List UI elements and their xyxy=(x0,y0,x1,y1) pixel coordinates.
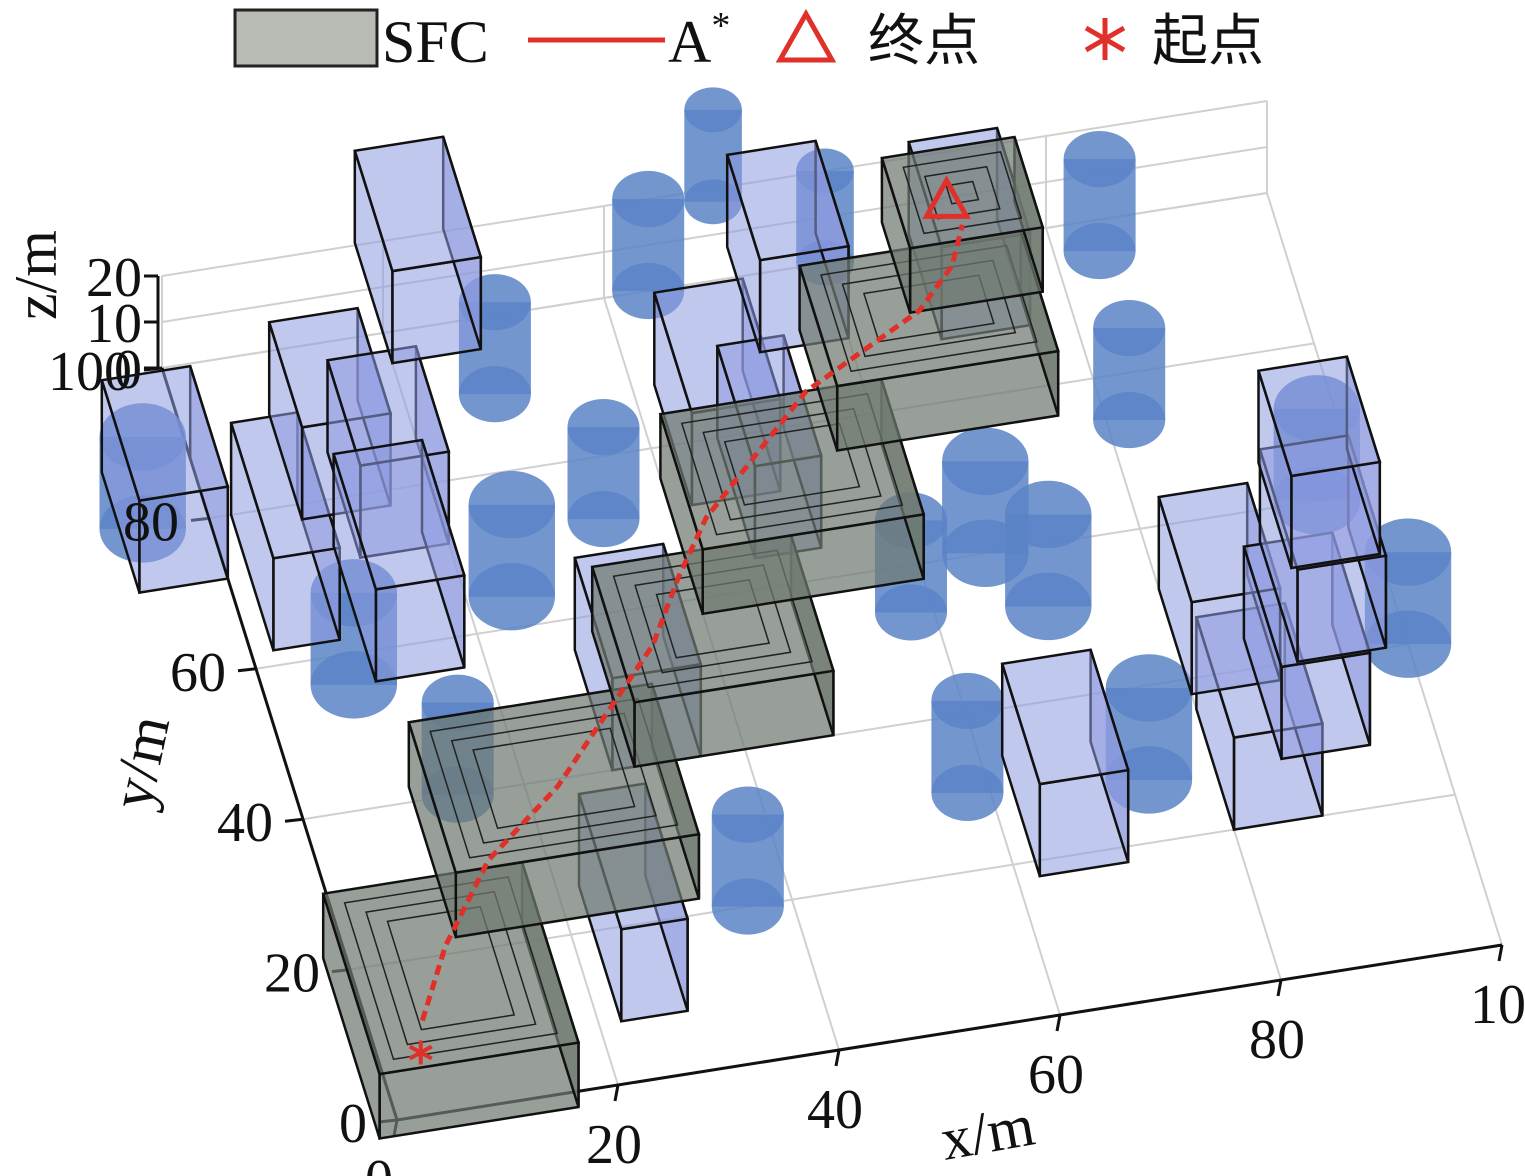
legend-start-label: 起点 xyxy=(1152,9,1264,74)
cylinder-bottom xyxy=(468,563,555,631)
y-tick-mark xyxy=(284,817,304,823)
box-obstacle xyxy=(331,438,466,683)
x-axis-line xyxy=(396,943,1503,1122)
cylinder-obstacle xyxy=(468,471,555,631)
x-tick-mark xyxy=(613,1084,620,1102)
z-axis-label: z/m xyxy=(3,230,69,320)
legend-astar-superscript: * xyxy=(711,5,730,47)
z-tick-label: 0 xyxy=(114,339,142,401)
y-tick-label: 20 xyxy=(264,943,320,1005)
x-tick-mark xyxy=(1276,979,1283,997)
box-obstacle-face xyxy=(100,364,230,503)
legend-goal-triangle-icon xyxy=(775,8,837,63)
sfc-corridors xyxy=(321,135,1060,1140)
box-obstacle-face xyxy=(1000,648,1130,786)
y-tick-label: 60 xyxy=(170,642,226,704)
legend-start-asterisk-icon xyxy=(1084,18,1126,60)
y-tick-mark xyxy=(237,667,257,673)
cylinder-top xyxy=(711,786,784,843)
sfc-inner-outline xyxy=(472,727,636,830)
box-obstacle-face xyxy=(353,135,483,273)
legend-sfc-swatch xyxy=(233,8,379,68)
box-obstacle-face xyxy=(1256,355,1382,478)
z-tick-label: 20 xyxy=(86,247,142,309)
cylinder-obstacle xyxy=(1005,480,1092,641)
cylinder-bottom xyxy=(458,366,531,423)
sfc-inner-outline xyxy=(902,151,1023,235)
cylinder-top xyxy=(612,170,685,228)
box-obstacle-face xyxy=(331,438,466,591)
cylinder-bottom xyxy=(875,584,947,641)
x-tick-label: 100 xyxy=(1470,974,1525,1036)
legend-astar-text: A xyxy=(668,9,711,75)
cylinder-top xyxy=(567,398,640,456)
astar-path-line xyxy=(420,224,965,1022)
sfc-inner-outline xyxy=(923,165,1001,220)
sfc-corridor-face xyxy=(880,135,1045,250)
cylinder-obstacle xyxy=(1063,131,1136,280)
astar-path xyxy=(408,175,971,1065)
y-tick-label: 80 xyxy=(123,491,179,553)
legend-sfc-label: SFC xyxy=(382,9,489,75)
cylinder-bottom xyxy=(1063,223,1136,280)
x-tick-label: 60 xyxy=(1028,1044,1084,1106)
cylinder-top xyxy=(468,471,555,539)
cylinder-top xyxy=(1093,299,1166,357)
cylinder-bottom xyxy=(711,878,784,935)
y-tick-label: 100 xyxy=(48,341,132,403)
cylinder-top xyxy=(1105,654,1193,722)
y-tick-label: 0 xyxy=(339,1093,367,1155)
x-tick-mark xyxy=(834,1049,841,1067)
cylinder-obstacle xyxy=(931,672,1004,821)
cylinder-bottom xyxy=(1093,391,1166,449)
box-obstacle xyxy=(353,135,483,365)
legend: SFC A* 终点 起点 xyxy=(233,5,1264,75)
box-obstacle xyxy=(1000,648,1130,878)
x-tick-label: 40 xyxy=(807,1079,863,1141)
cylinder-obstacle xyxy=(567,398,640,548)
cylinder-bottom xyxy=(567,490,640,548)
legend-goal-label: 终点 xyxy=(868,9,980,74)
x-tick-label: 20 xyxy=(586,1114,642,1176)
z-tick-label: 10 xyxy=(86,293,142,355)
box-obstacle xyxy=(1256,355,1382,570)
sfc-inner-outline xyxy=(945,180,980,205)
x-tick-mark xyxy=(1497,944,1504,962)
box-obstacle-face xyxy=(725,139,851,262)
x-tick-label: 80 xyxy=(1249,1009,1305,1071)
cylinder-bottom xyxy=(931,764,1004,821)
cylinder-top xyxy=(931,672,1004,729)
legend-astar-label: A* xyxy=(668,5,730,75)
tick-labels: 02040608010002040608010001020 xyxy=(48,247,1525,1176)
x-tick-mark xyxy=(1055,1014,1062,1032)
cylinder-obstacle xyxy=(1093,299,1166,449)
x-tick-label: 0 xyxy=(365,1149,393,1176)
cylinder-obstacle xyxy=(711,786,784,935)
y-tick-label: 40 xyxy=(217,792,273,854)
cylinder-top xyxy=(1063,131,1136,188)
goal-marker xyxy=(922,175,971,219)
box-obstacle xyxy=(100,364,230,595)
box-obstacles xyxy=(100,126,1388,1023)
x-axis-label: x/m xyxy=(936,1092,1039,1173)
y-axis-label: y/m xyxy=(98,710,182,815)
cylinder-top xyxy=(942,427,1029,495)
cylinder-top xyxy=(1005,480,1092,549)
cylinder-bottom xyxy=(1005,572,1092,641)
start-marker xyxy=(408,1040,433,1065)
cylinder-top xyxy=(684,87,742,133)
start-marker-stroke xyxy=(408,1044,433,1061)
